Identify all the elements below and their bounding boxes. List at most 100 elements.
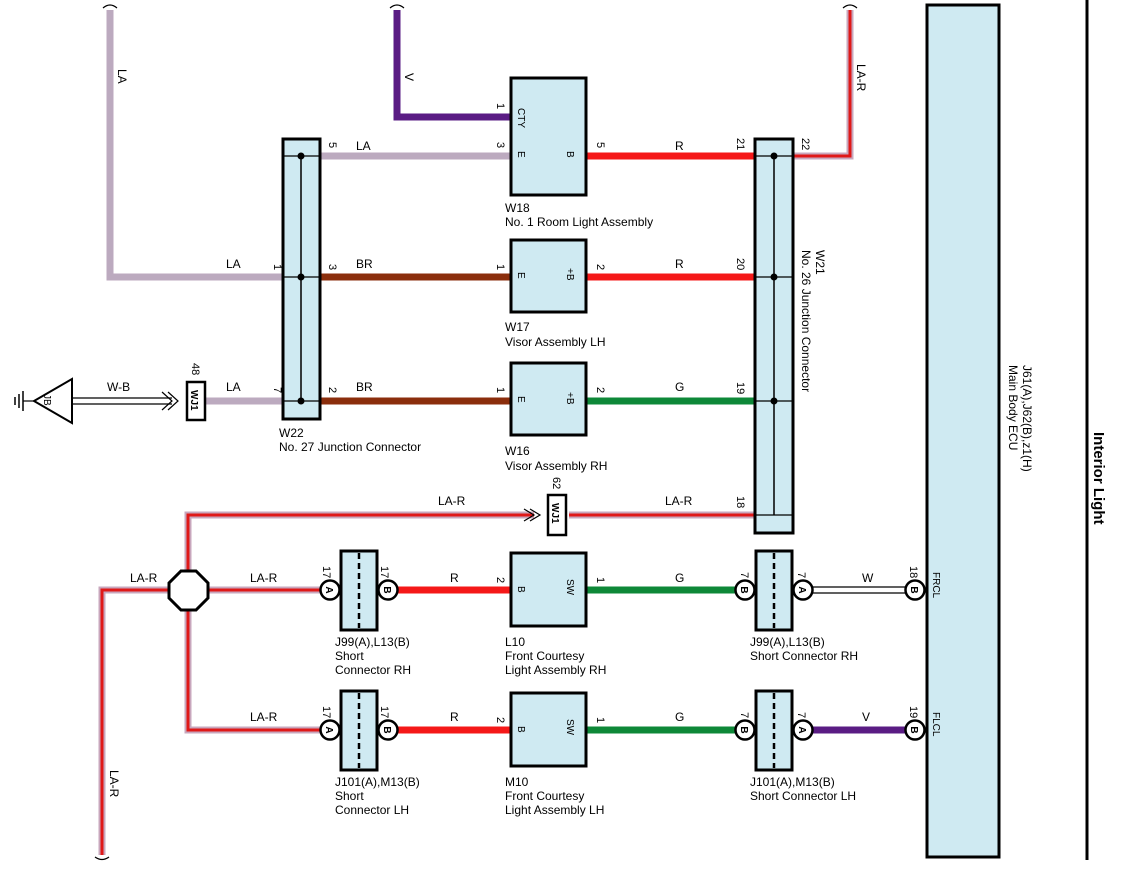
wire-v-top bbox=[393, 10, 511, 121]
svg-text:+B: +B bbox=[564, 268, 575, 281]
svg-text:Connector LH: Connector LH bbox=[335, 803, 409, 817]
w17-code: W17 bbox=[505, 320, 530, 334]
svg-text:A: A bbox=[796, 726, 807, 733]
svg-text:B: B bbox=[381, 726, 392, 733]
svg-text:LA-R: LA-R bbox=[854, 64, 868, 92]
svg-text:2: 2 bbox=[494, 577, 506, 583]
svg-text:3: 3 bbox=[326, 264, 338, 270]
svg-text:48: 48 bbox=[189, 363, 201, 375]
svg-text:G: G bbox=[675, 380, 684, 394]
wire-lar-bottom bbox=[98, 586, 188, 855]
w18-name: No. 1 Room Light Assembly bbox=[505, 215, 653, 229]
w22-name: No. 27 Junction Connector bbox=[279, 440, 421, 454]
svg-text:7: 7 bbox=[738, 572, 750, 578]
svg-text:LA: LA bbox=[115, 69, 129, 84]
svg-text:B: B bbox=[515, 586, 526, 593]
svg-text:G: G bbox=[675, 571, 684, 585]
svg-text:LA-R: LA-R bbox=[250, 571, 278, 585]
svg-text:R: R bbox=[675, 139, 684, 153]
svg-text:LA: LA bbox=[356, 139, 371, 153]
svg-text:WJ1: WJ1 bbox=[188, 390, 199, 411]
svg-text:2: 2 bbox=[594, 264, 606, 270]
pin-numbers: 1 3 5 5 1 3 7 2 1 2 1 2 21 22 20 19 18 4… bbox=[189, 103, 919, 723]
svg-text:R: R bbox=[675, 257, 684, 271]
svg-text:R: R bbox=[450, 571, 459, 585]
m10-courtesy-lh-box bbox=[509, 691, 588, 768]
svg-text:19: 19 bbox=[734, 382, 746, 394]
svg-text:SW: SW bbox=[564, 579, 575, 596]
svg-text:18: 18 bbox=[907, 566, 919, 578]
svg-text:A: A bbox=[323, 726, 334, 733]
svg-text:3: 3 bbox=[494, 142, 506, 148]
ecu-code: J61(A),J62(B),z1(H) bbox=[1020, 365, 1034, 472]
svg-text:17: 17 bbox=[378, 566, 390, 578]
w18-code: W18 bbox=[505, 201, 530, 215]
svg-text:Light Assembly RH: Light Assembly RH bbox=[505, 663, 606, 677]
svg-text:17: 17 bbox=[378, 706, 390, 718]
w16-visor-rh-box bbox=[509, 361, 588, 437]
svg-text:1: 1 bbox=[594, 717, 606, 723]
w18-room-light-box bbox=[509, 76, 588, 197]
svg-text:SW: SW bbox=[564, 719, 575, 736]
svg-text:E: E bbox=[515, 396, 526, 403]
svg-text:2: 2 bbox=[326, 387, 338, 393]
svg-text:Short: Short bbox=[335, 789, 364, 803]
svg-text:7: 7 bbox=[738, 712, 750, 718]
l10-courtesy-rh-box bbox=[509, 551, 588, 628]
page-title: Interior Light bbox=[1090, 432, 1107, 525]
svg-text:V: V bbox=[862, 710, 870, 724]
svg-text:B: B bbox=[908, 726, 919, 733]
w17-name: Visor Assembly LH bbox=[505, 335, 605, 349]
w21-name: No. 26 Junction Connector bbox=[799, 250, 813, 392]
svg-text:BR: BR bbox=[356, 380, 373, 394]
svg-text:17: 17 bbox=[320, 706, 332, 718]
svg-text:7: 7 bbox=[795, 712, 807, 718]
svg-text:1: 1 bbox=[594, 577, 606, 583]
svg-text:B: B bbox=[908, 586, 919, 593]
svg-text:Short Connector LH: Short Connector LH bbox=[750, 789, 856, 803]
svg-text:Short Connector RH: Short Connector RH bbox=[750, 649, 858, 663]
svg-text:B: B bbox=[738, 726, 749, 733]
svg-text:5: 5 bbox=[326, 142, 338, 148]
w18-cty-terminal: CTY bbox=[515, 108, 526, 128]
svg-text:Connector RH: Connector RH bbox=[335, 663, 411, 677]
svg-text:20: 20 bbox=[734, 258, 746, 270]
svg-text:J101(A),M13(B): J101(A),M13(B) bbox=[335, 775, 420, 789]
w17-visor-lh-box bbox=[509, 238, 588, 314]
main-body-ecu-box bbox=[925, 3, 1001, 859]
svg-text:+B: +B bbox=[564, 392, 575, 405]
svg-text:7: 7 bbox=[271, 387, 283, 393]
w16-code: W16 bbox=[505, 444, 530, 458]
svg-text:1: 1 bbox=[494, 387, 506, 393]
svg-text:1: 1 bbox=[494, 264, 506, 270]
svg-text:7: 7 bbox=[795, 572, 807, 578]
svg-text:J99(A),L13(B): J99(A),L13(B) bbox=[335, 635, 410, 649]
m10-code: M10 bbox=[505, 775, 529, 789]
svg-text:LA-R: LA-R bbox=[130, 571, 158, 585]
terminal-circles bbox=[319, 579, 926, 741]
svg-text:21: 21 bbox=[734, 138, 746, 150]
svg-text:LA-R: LA-R bbox=[665, 494, 693, 508]
jb-ground-icon bbox=[32, 377, 73, 425]
svg-text:B: B bbox=[515, 726, 526, 733]
svg-text:62: 62 bbox=[550, 477, 562, 489]
svg-text:LA-R: LA-R bbox=[250, 710, 278, 724]
wj1-connector-48 bbox=[185, 380, 207, 422]
svg-text:B: B bbox=[564, 151, 575, 158]
svg-text:E: E bbox=[515, 151, 526, 158]
svg-text:WJ1: WJ1 bbox=[549, 503, 560, 524]
w21-code: W21 bbox=[813, 250, 827, 275]
svg-text:1: 1 bbox=[494, 103, 506, 109]
svg-text:LA: LA bbox=[226, 380, 241, 394]
svg-text:J99(A),L13(B): J99(A),L13(B) bbox=[750, 635, 825, 649]
svg-text:JB: JB bbox=[41, 394, 52, 406]
l10-code: L10 bbox=[505, 635, 525, 649]
svg-text:W-B: W-B bbox=[107, 380, 130, 394]
svg-text:2: 2 bbox=[494, 717, 506, 723]
svg-text:Light Assembly LH: Light Assembly LH bbox=[505, 803, 604, 817]
svg-text:Short: Short bbox=[335, 649, 364, 663]
svg-text:E: E bbox=[515, 272, 526, 279]
break-mark bbox=[102, 4, 118, 9]
svg-text:B: B bbox=[381, 586, 392, 593]
